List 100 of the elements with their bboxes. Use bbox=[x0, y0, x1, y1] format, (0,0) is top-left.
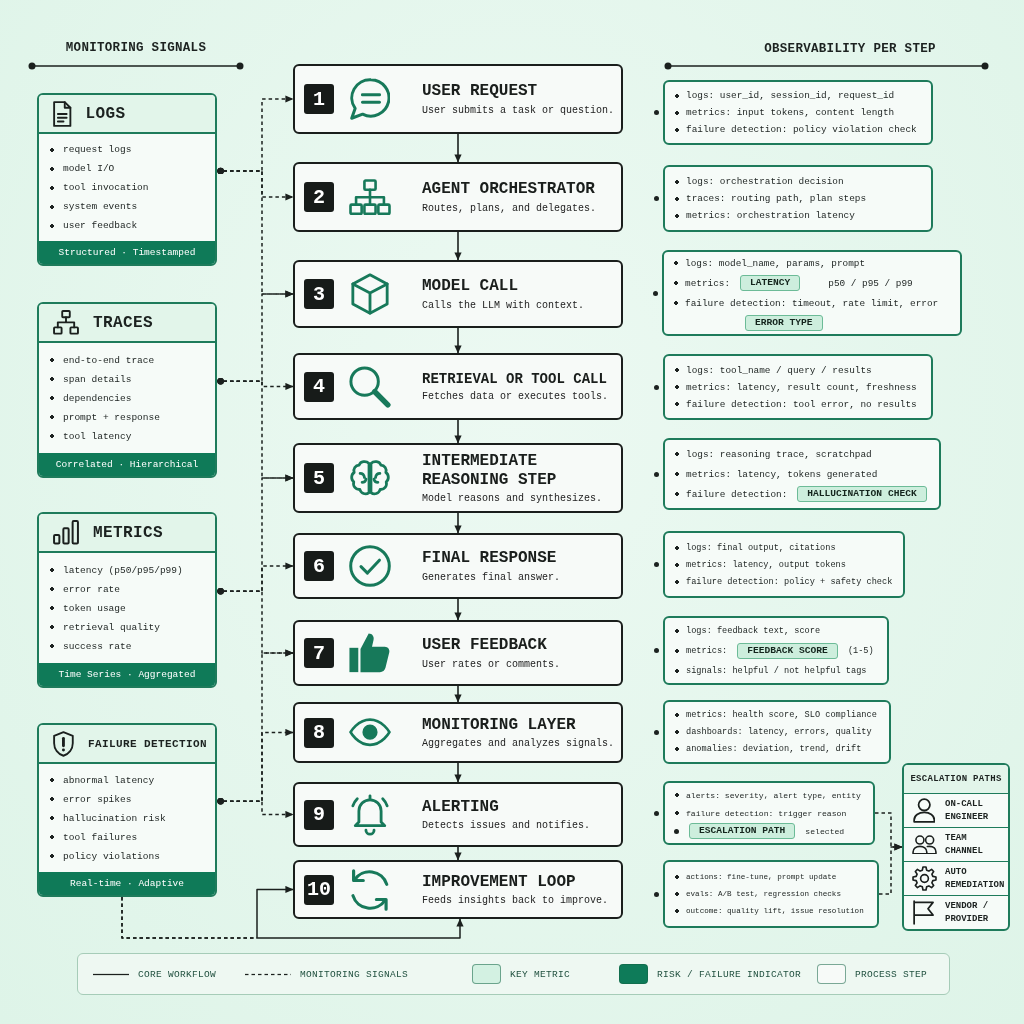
process-step-box bbox=[293, 260, 623, 328]
detail-text: metrics: health score, SLO compliance bbox=[674, 710, 877, 720]
arrow bbox=[454, 133, 462, 163]
step-description: Calls the LLM with context. bbox=[422, 299, 585, 311]
step-description: Aggregates and analyzes signals. bbox=[422, 738, 615, 750]
key-metric-highlight: ESCALATION PATH bbox=[689, 823, 796, 839]
detail-text: failure detection: tool error, no results bbox=[674, 398, 917, 410]
card-title: LOGS bbox=[85, 104, 126, 123]
arrow bbox=[454, 327, 462, 354]
detail-text: logs: final output, citations bbox=[674, 542, 836, 553]
step-description: Model reasons and synthesizes. bbox=[422, 492, 603, 504]
arrow bbox=[121, 896, 464, 939]
key-metric-highlight: LATENCY bbox=[740, 275, 801, 291]
step-number: 10 bbox=[304, 874, 334, 905]
arrow bbox=[216, 798, 294, 819]
key-metric-highlight: HALLUCINATION CHECK bbox=[797, 486, 927, 502]
option-label: ON-CALL ENGINEER bbox=[945, 797, 990, 824]
footer-label: Time Series · Aggregated bbox=[58, 669, 196, 680]
step-description: Detects issues and notifies. bbox=[422, 820, 591, 832]
step-title: INTERMEDIATE REASONING STEP bbox=[422, 452, 558, 489]
legend-label: KEY METRIC bbox=[510, 968, 570, 980]
detail-text: logs: feedback text, score bbox=[674, 625, 821, 636]
option-label: TEAM CHANNEL bbox=[945, 831, 984, 858]
panel-title: ESCALATION PATHS bbox=[910, 774, 1002, 784]
step-number: 2 bbox=[304, 182, 334, 212]
arrow bbox=[454, 419, 462, 444]
detail-text: selected bbox=[805, 826, 845, 836]
detail-text: p50 / p95 / p99 bbox=[828, 277, 913, 289]
step-number: 9 bbox=[304, 799, 334, 830]
detail-text: failure detection: trigger reason bbox=[674, 808, 847, 818]
step-number: 8 bbox=[304, 717, 334, 748]
detail-text: logs: tool_name / query / results bbox=[674, 364, 872, 376]
section-heading: MONITORING SIGNALS bbox=[65, 41, 207, 55]
step-title: MONITORING LAYER bbox=[422, 715, 576, 735]
step-title: USER REQUEST bbox=[422, 82, 538, 101]
signal-card bbox=[37, 512, 217, 688]
detail-text: logs: user_id, session_id, request_id bbox=[674, 90, 895, 101]
step-title: ALERTING bbox=[422, 797, 499, 817]
step-number: 6 bbox=[304, 551, 334, 581]
detail-text: alerts: severity, alert type, entity bbox=[674, 790, 861, 800]
step-number: 4 bbox=[304, 371, 334, 402]
process-step-box bbox=[293, 64, 623, 134]
process-step-box bbox=[293, 702, 623, 763]
arrow bbox=[454, 762, 462, 783]
detail-text: dashboards: latency, errors, quality bbox=[674, 727, 872, 737]
escalation-panel bbox=[902, 763, 1010, 931]
detail-text: logs: model_name, params, prompt bbox=[673, 257, 866, 269]
detail-text: traces: routing path, plan steps bbox=[674, 193, 867, 204]
key-metric-highlight: FEEDBACK SCORE bbox=[737, 642, 838, 659]
detail-text: logs: orchestration decision bbox=[674, 176, 844, 187]
card-title: FAILURE DETECTION bbox=[87, 737, 207, 750]
footer-label: Real-time · Adaptive bbox=[70, 878, 184, 889]
option-label: AUTO REMEDIATION bbox=[945, 865, 1006, 892]
step-number: 5 bbox=[304, 463, 334, 493]
arrow bbox=[874, 812, 903, 851]
process-step-box bbox=[293, 782, 623, 847]
detail-text: signals: helpful / not helpful tags bbox=[674, 665, 867, 676]
step-description: User rates or comments. bbox=[422, 658, 561, 670]
detail-text: failure detection: bbox=[674, 488, 788, 500]
detail-text: metrics: input tokens, content length bbox=[674, 107, 895, 118]
footer-label: Structured · Timestamped bbox=[58, 247, 196, 258]
step-title: FINAL RESPONSE bbox=[422, 549, 557, 568]
detail-text: metrics: latency, result count, freshness bbox=[674, 381, 917, 393]
card-title: METRICS bbox=[93, 523, 163, 542]
signal-card bbox=[37, 723, 217, 897]
arrow bbox=[454, 846, 462, 861]
step-number: 1 bbox=[304, 84, 334, 114]
arrow bbox=[878, 843, 903, 895]
process-step-box bbox=[293, 533, 623, 599]
step-title: USER FEEDBACK bbox=[422, 636, 547, 655]
section-heading: OBSERVABILITY PER STEP bbox=[764, 42, 936, 56]
detail-text: failure detection: timeout, rate limit, error bbox=[673, 297, 939, 309]
step-number: 7 bbox=[304, 638, 334, 668]
step-number: 3 bbox=[304, 279, 334, 309]
arrow bbox=[454, 231, 462, 261]
process-step-box bbox=[293, 443, 623, 513]
detail-text: (1-5) bbox=[847, 645, 874, 656]
detail-text: metrics: orchestration latency bbox=[674, 210, 855, 221]
option-label: VENDOR / PROVIDER bbox=[945, 899, 990, 926]
process-step-box bbox=[293, 353, 623, 420]
key-metric-highlight: ERROR TYPE bbox=[745, 315, 823, 331]
signal-card bbox=[37, 93, 217, 266]
step-description: Feeds insights back to improve. bbox=[422, 895, 609, 907]
detail-text: metrics: bbox=[673, 277, 730, 289]
process-step-box bbox=[293, 860, 623, 919]
step-description: Generates final answer. bbox=[422, 571, 561, 583]
card-title: TRACES bbox=[93, 313, 153, 332]
legend-label: CORE WORKFLOW bbox=[138, 968, 216, 980]
detail-text: failure detection: policy + safety check bbox=[674, 576, 893, 587]
step-title: IMPROVEMENT LOOP bbox=[422, 872, 576, 892]
legend-label: MONITORING SIGNALS bbox=[300, 968, 409, 980]
step-title: AGENT ORCHESTRATOR bbox=[422, 180, 595, 199]
detail-text: failure detection: policy violation check bbox=[674, 124, 917, 135]
detail-text: metrics: latency, tokens generated bbox=[674, 468, 878, 480]
arrow bbox=[454, 598, 462, 621]
step-title: RETRIEVAL OR TOOL CALL bbox=[422, 370, 607, 388]
arrow bbox=[454, 512, 462, 534]
process-step-box bbox=[293, 620, 623, 686]
step-description: Fetches data or executes tools. bbox=[422, 391, 609, 403]
detail-text: metrics: latency, output tokens bbox=[674, 559, 846, 570]
